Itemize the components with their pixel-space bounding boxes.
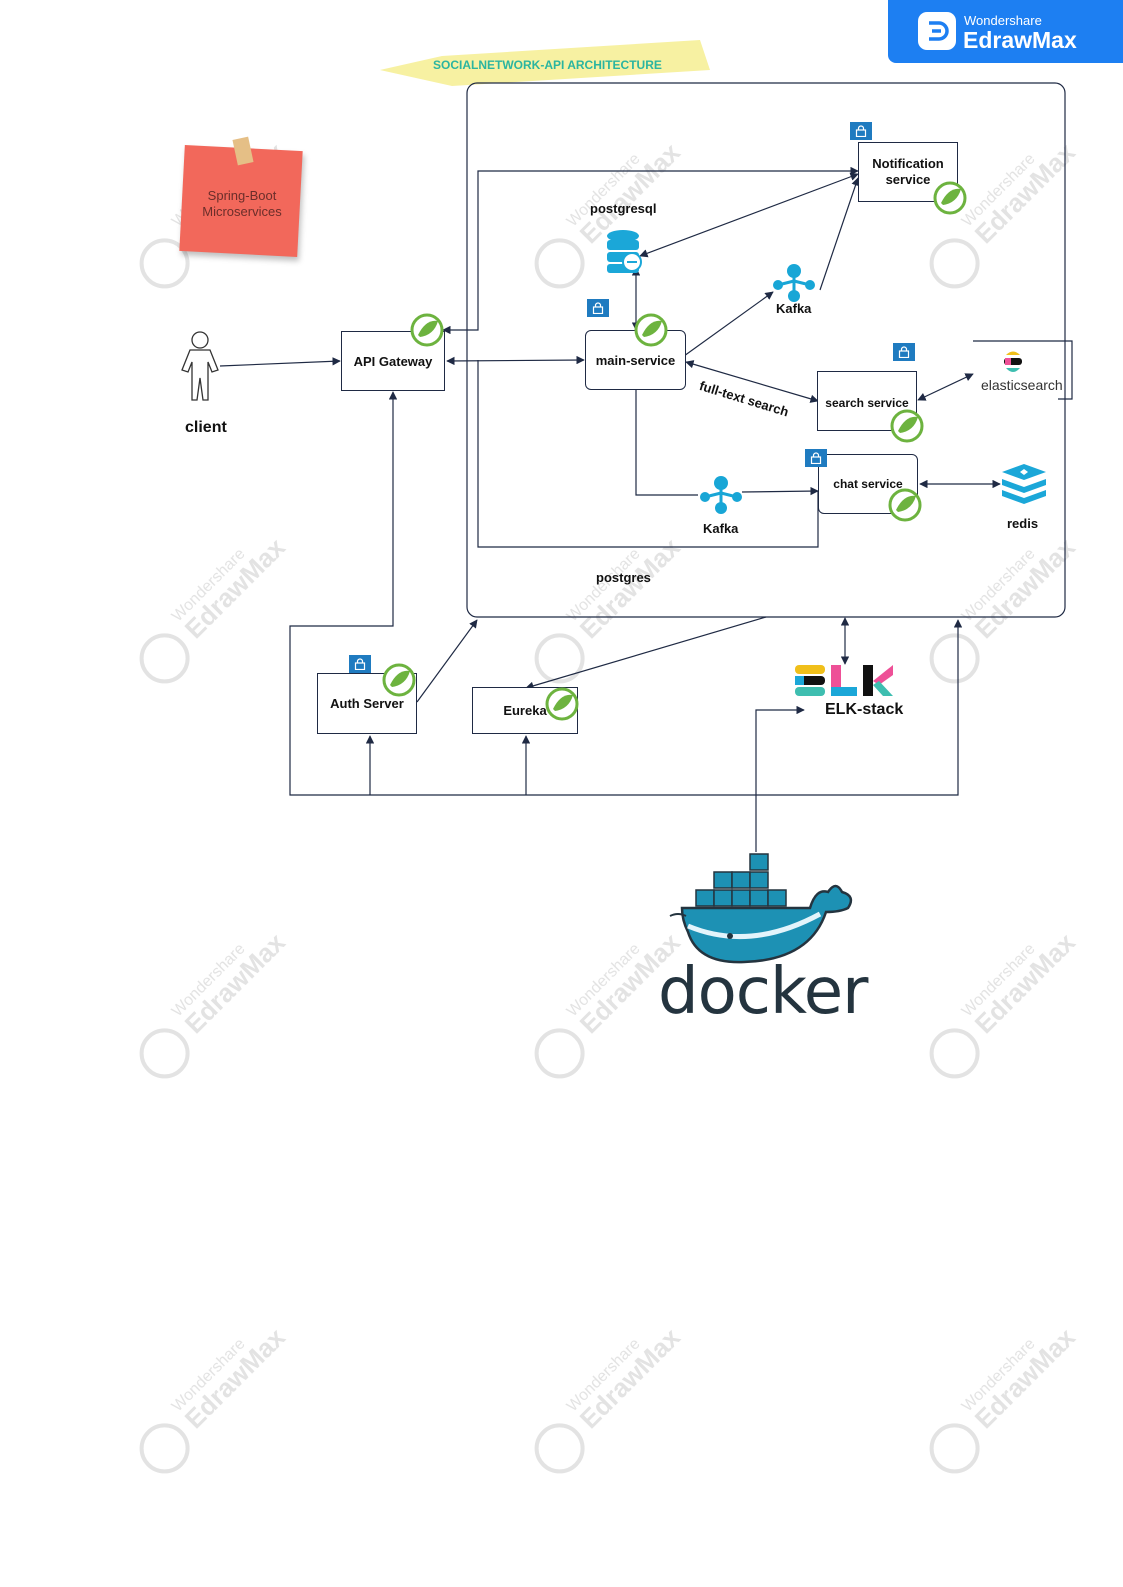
- services-container: [466, 82, 1066, 618]
- chat-service-label: chat service: [833, 477, 903, 491]
- api-gateway-label: API Gateway: [353, 353, 433, 369]
- kafka-top-label: Kafka: [776, 301, 812, 316]
- spring-icon: [890, 409, 924, 443]
- docker-whale-icon: [669, 853, 853, 964]
- lock-icon: [349, 655, 371, 673]
- database-icon: [607, 230, 642, 273]
- postgres-label: postgres: [596, 570, 651, 585]
- elasticsearch-icon: [1004, 351, 1022, 372]
- elk-logo-icon: [795, 665, 893, 696]
- spring-icon: [382, 663, 416, 697]
- elk-stack-label: ELK-stack: [825, 701, 904, 718]
- banner-title: SOCIALNETWORK-API ARCHITECTURE: [433, 58, 662, 72]
- auth-server-label: Auth Server: [330, 696, 404, 711]
- lock-icon: [587, 299, 609, 317]
- edrawmax-brand-badge: Wondershare EdrawMax: [888, 0, 1123, 63]
- sticky-note-text: Spring-Boot Microservices: [202, 188, 282, 219]
- docker-label: docker: [658, 955, 868, 1029]
- redis-label: redis: [1007, 516, 1039, 531]
- edrawmax-logo-icon: [918, 12, 956, 50]
- postgresql-label: postgresql: [590, 201, 657, 216]
- spring-icon: [545, 687, 579, 721]
- brand-line1: Wondershare: [964, 13, 1042, 28]
- elasticsearch-label: elasticsearch: [981, 377, 1063, 393]
- eureka-label: Eureka: [503, 703, 547, 718]
- spring-icon: [634, 313, 668, 347]
- kafka-bottom-label: Kafka: [703, 521, 739, 536]
- main-service-node: main-service: [585, 330, 686, 390]
- kafka-icon: [773, 264, 815, 302]
- spring-icon: [933, 181, 967, 215]
- brand-line2: EdrawMax: [963, 27, 1077, 53]
- client-person-icon: [181, 331, 219, 401]
- title-banner: [380, 40, 710, 86]
- spring-icon: [410, 313, 444, 347]
- main-service-label: main-service: [595, 352, 676, 368]
- search-service-label: search service: [825, 396, 909, 410]
- lock-icon: [850, 122, 872, 140]
- spring-icon: [888, 488, 922, 522]
- search-service-node: search service: [817, 371, 917, 431]
- redis-icon: [1002, 464, 1046, 504]
- lock-icon: [805, 449, 827, 467]
- notification-service-label: Notification service: [872, 156, 944, 187]
- client-label: client: [185, 419, 227, 436]
- lock-icon: [893, 343, 915, 361]
- kafka-icon: [700, 476, 742, 514]
